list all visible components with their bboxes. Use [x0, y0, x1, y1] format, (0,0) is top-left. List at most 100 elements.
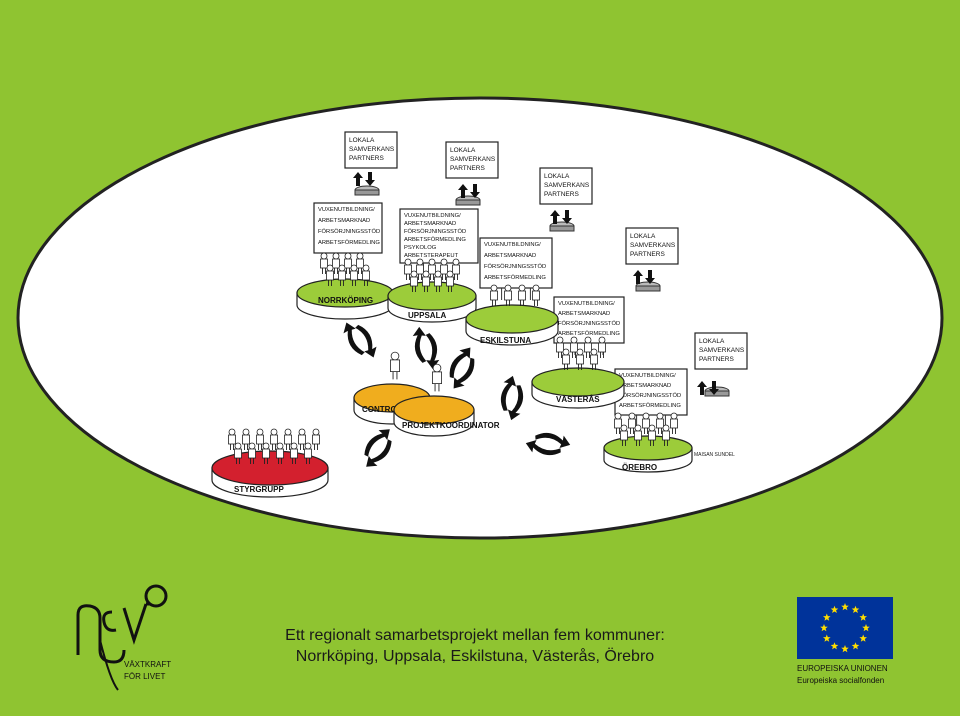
- person-body: [312, 434, 320, 445]
- podium-base: [354, 189, 380, 196]
- person-head: [242, 428, 250, 436]
- platform-top: [387, 281, 477, 311]
- arrow-upper: [535, 432, 571, 449]
- service-label: VUXENUTBILDNING/: [484, 242, 541, 248]
- person-icon: [320, 252, 328, 274]
- partner-label: LOKALA: [630, 233, 656, 240]
- person-head: [642, 412, 650, 420]
- small-arrow-up: [458, 184, 468, 198]
- partner-label: PARTNERS: [544, 191, 579, 198]
- platform-norrkoping: NORRKÖPING: [296, 278, 394, 320]
- person-body: [326, 270, 334, 281]
- person-head: [362, 264, 370, 272]
- small-arrow-down: [470, 184, 480, 198]
- person-body: [320, 258, 328, 269]
- service-label: ARBETSMARKNAD: [558, 311, 610, 317]
- person-body: [276, 448, 284, 459]
- person-head: [262, 442, 270, 450]
- small-arrow-pair-icon: [353, 172, 375, 186]
- partner-label: SAMVERKANS: [699, 347, 745, 354]
- eu-star-icon: [841, 645, 849, 653]
- person-icon: [362, 264, 370, 286]
- platform-label: CONTROLLER: [362, 405, 418, 414]
- person-head: [234, 442, 242, 450]
- person-icon: [576, 348, 584, 370]
- service-label: ARBETSFÖRMEDLING: [404, 236, 466, 243]
- platform-label: STYRGRUPP: [234, 485, 284, 494]
- platform-label: NORRKÖPING: [318, 296, 373, 305]
- person-body: [434, 276, 442, 287]
- person-icon: [432, 363, 442, 392]
- person-icon: [662, 424, 670, 446]
- partner-label: LOKALA: [450, 147, 476, 154]
- person-body: [518, 290, 526, 301]
- person-body: [356, 258, 364, 269]
- partner-label: PARTNERS: [699, 356, 734, 363]
- person-icon: [642, 412, 650, 434]
- double-arrow-icon: [449, 347, 475, 389]
- person-head: [584, 336, 592, 344]
- service-label: ARBETSFÖRMEDLING: [619, 402, 681, 409]
- service-label: ARBETSTERAPEUT: [404, 253, 459, 259]
- person-head: [598, 336, 606, 344]
- partner-label: LOKALA: [349, 137, 375, 144]
- platform-top: [531, 367, 625, 397]
- person-head: [628, 412, 636, 420]
- person-head: [248, 442, 256, 450]
- small-arrow-pair-icon: [550, 210, 572, 224]
- person-body: [628, 418, 636, 429]
- person-head: [576, 348, 584, 356]
- service-label: VUXENUTBILDNING/: [558, 301, 615, 307]
- person-icon: [598, 336, 606, 358]
- person-body: [590, 354, 598, 365]
- person-body: [284, 434, 292, 445]
- service-label: FÖRSÖRJNINGSSTÖD: [318, 228, 380, 235]
- service-label: ARBETSFÖRMEDLING: [558, 330, 620, 337]
- person-head: [270, 428, 278, 436]
- person-body: [298, 434, 306, 445]
- person-icon: [404, 258, 412, 280]
- person-icon: [312, 428, 320, 450]
- arrow-lower: [366, 439, 392, 467]
- person-icon: [584, 336, 592, 358]
- person-icon: [356, 252, 364, 274]
- person-head: [432, 363, 442, 373]
- service-sign-box: [399, 208, 479, 264]
- service-label: VUXENUTBILDNING/: [318, 207, 375, 213]
- person-head: [656, 412, 664, 420]
- platform-top: [393, 395, 475, 425]
- person-body: [504, 290, 512, 301]
- person-head: [404, 258, 412, 266]
- person-body: [270, 434, 278, 445]
- person-body: [350, 270, 358, 281]
- eu-star-icon: [862, 624, 870, 632]
- service-sign-box: [313, 202, 383, 254]
- arrows: [343, 172, 719, 467]
- person-head: [350, 264, 358, 272]
- service-label: ARBETSMARKNAD: [484, 253, 536, 259]
- person-icon: [390, 351, 400, 380]
- person-head: [228, 428, 236, 436]
- person-icon: [590, 348, 598, 370]
- service-label: VUXENUTBILDNING/: [404, 213, 461, 219]
- person-body: [556, 342, 564, 353]
- person-icon: [228, 428, 236, 450]
- partner-label: SAMVERKANS: [450, 156, 496, 163]
- person-body: [440, 264, 448, 275]
- eu-star-icon: [851, 642, 860, 650]
- person-body: [634, 430, 642, 441]
- small-arrow-up: [353, 172, 363, 186]
- arrow-lower: [449, 347, 471, 379]
- partner-label: PARTNERS: [630, 251, 665, 258]
- partner-sign-box: [344, 131, 398, 169]
- arrow-upper: [425, 333, 440, 370]
- arrow-upper: [355, 324, 377, 358]
- eu-label-line2: Europeiska socialfonden: [797, 676, 884, 685]
- person-icon: [570, 336, 578, 358]
- person-body: [262, 448, 270, 459]
- service-label: ARBETSMARKNAD: [619, 383, 671, 389]
- service-label: ARBETSFÖRMEDLING: [318, 239, 380, 246]
- person-body: [332, 258, 340, 269]
